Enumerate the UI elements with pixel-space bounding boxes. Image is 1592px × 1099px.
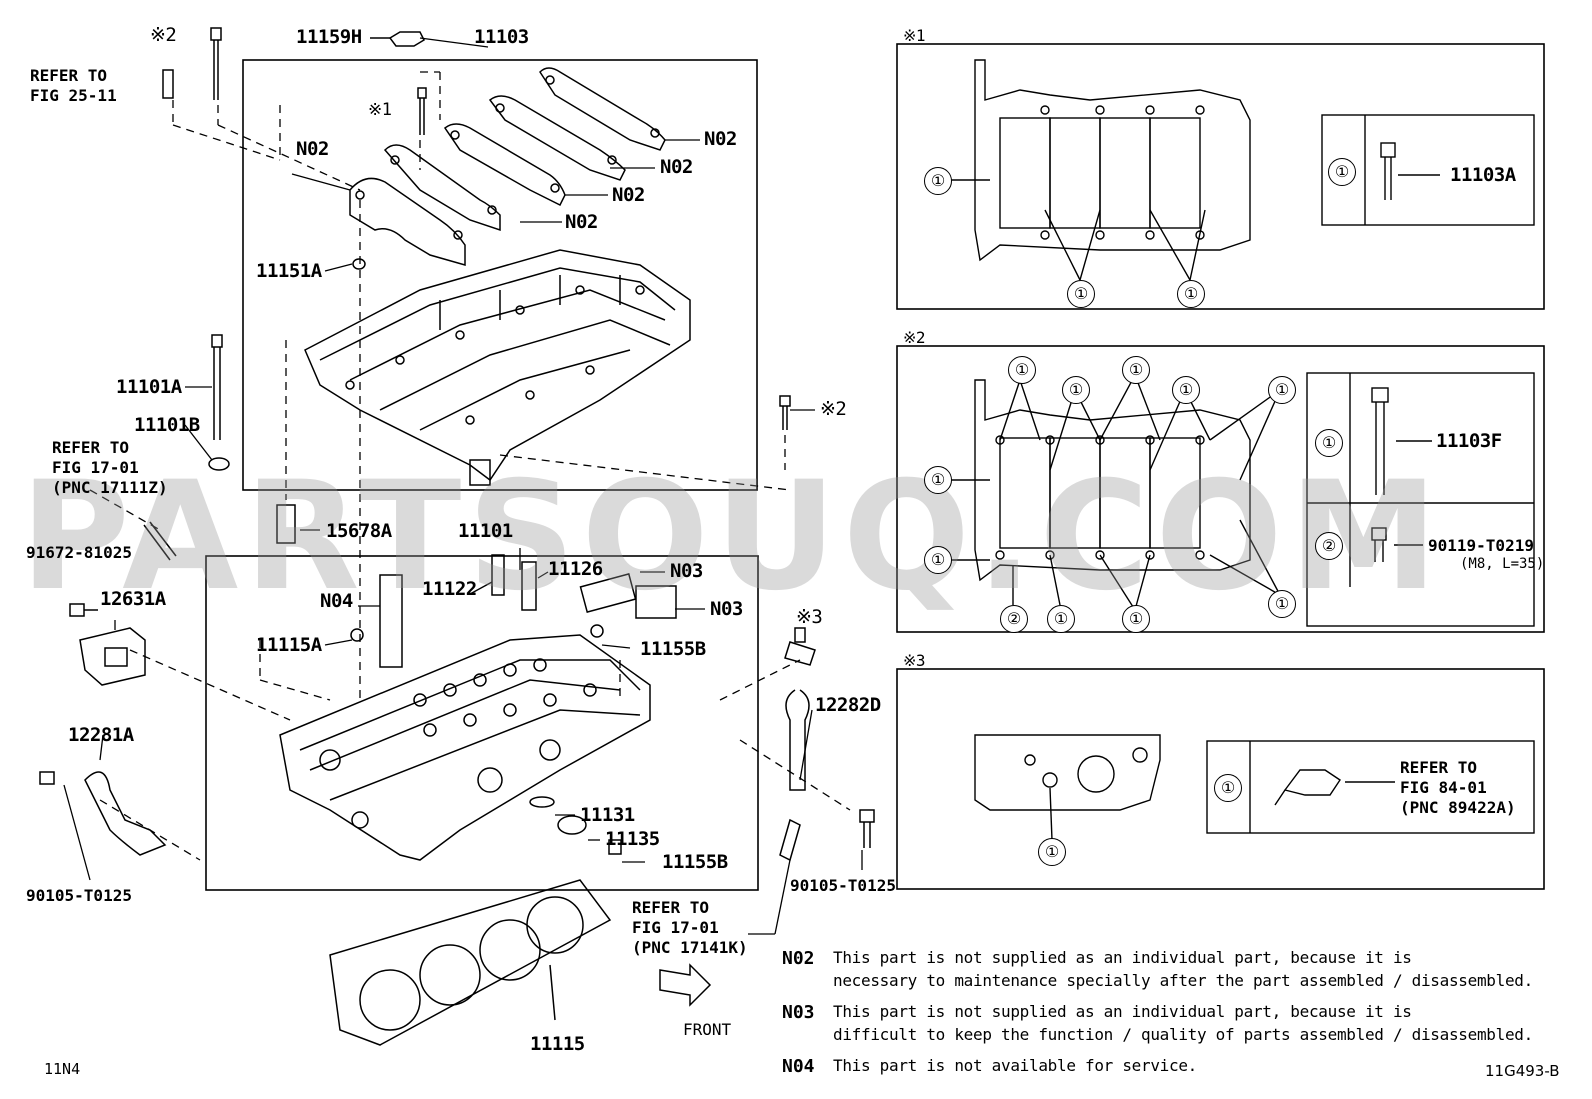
- label-leaders: [63, 37, 863, 935]
- panel-1-key-bottom-a: ①: [1067, 280, 1095, 308]
- panel-3-ref: REFER TO FIG 84-01 (PNC 89422A): [1400, 758, 1516, 817]
- panel-2-key-top-3: ①: [1122, 356, 1150, 384]
- label-refer-fig17-bottom: REFER TO FIG 17-01 (PNC 17141K): [632, 898, 748, 957]
- label-n02-2: N02: [660, 156, 693, 178]
- label-90105-left: 90105-T0125: [26, 886, 132, 905]
- panel-1-key-bottom-b: ①: [1177, 280, 1205, 308]
- note-text-n02: This part is not supplied as an individu…: [833, 948, 1533, 990]
- panel-2-part-2-spec: (M8, L=35): [1460, 556, 1545, 572]
- panel-2-key-left-2: ①: [924, 546, 952, 574]
- label-11101: 11101: [458, 520, 513, 542]
- panel-2-part-2: 90119-T0219: [1428, 536, 1534, 555]
- label-12281A: 12281A: [68, 724, 134, 746]
- panel-3-key-box: ①: [1214, 774, 1242, 802]
- label-90105-right: 90105-T0125: [790, 876, 896, 895]
- panel-1-frame: [896, 43, 1545, 310]
- panel-3-frame: [896, 668, 1545, 890]
- label-12631A: 12631A: [100, 588, 166, 610]
- label-11115: 11115: [530, 1033, 585, 1055]
- panel-2-key-bottom-4: ①: [1268, 590, 1296, 618]
- panel-2-key-top-4: ①: [1172, 376, 1200, 404]
- label-front: FRONT: [683, 1020, 732, 1039]
- label-note2-right-bolt: ※2: [820, 398, 847, 420]
- label-11101B: 11101B: [134, 414, 200, 436]
- panel-1-title: ※1: [903, 26, 926, 45]
- panel-1-key-left: ①: [924, 167, 952, 195]
- label-n02-4: N02: [565, 211, 598, 233]
- label-11135: 11135: [605, 828, 660, 850]
- note-text-n03: This part is not supplied as an individu…: [833, 1002, 1533, 1044]
- camshaft-housing-frame: [242, 59, 758, 491]
- label-refer-fig17-top: REFER TO FIG 17-01 (PNC 17111Z): [52, 438, 168, 497]
- cylinder-head-frame: [205, 555, 759, 891]
- panel-3-key-bottom: ①: [1038, 838, 1066, 866]
- label-11103: 11103: [474, 26, 529, 48]
- label-refer-fig25: REFER TO FIG 25-11: [30, 66, 117, 105]
- label-12282D: 12282D: [815, 694, 881, 716]
- label-n04: N04: [320, 590, 353, 612]
- camshaft-housing-drawing: [304, 249, 691, 486]
- panel-2-key-top-5: ①: [1268, 376, 1296, 404]
- panel-3-drawing: [974, 734, 1535, 841]
- label-n03-2: N03: [710, 598, 743, 620]
- code-right: 11G493-B: [1485, 1062, 1560, 1080]
- label-11151A: 11151A: [256, 260, 322, 282]
- label-11101A: 11101A: [116, 376, 182, 398]
- panel-1-drawing: [950, 59, 1535, 281]
- panel-1-part: 11103A: [1450, 164, 1516, 186]
- label-11122: 11122: [422, 578, 477, 600]
- label-11131: 11131: [580, 804, 635, 826]
- cylinder-head-drawing: [279, 554, 677, 861]
- label-11126: 11126: [548, 558, 603, 580]
- note-code-n02: N02: [782, 948, 815, 969]
- panel-2-key-left-1: ①: [924, 466, 952, 494]
- watermark: PARTSOUQ.COM: [20, 450, 1445, 624]
- label-15678A: 15678A: [326, 520, 392, 542]
- label-n02-1: N02: [704, 128, 737, 150]
- note-code-n03: N03: [782, 1002, 815, 1023]
- label-11115A: 11115A: [256, 634, 322, 656]
- panel-3-title: ※3: [903, 651, 926, 670]
- label-11155B-top: 11155B: [640, 638, 706, 660]
- dashed-leaders: [89, 71, 851, 861]
- note-code-n04: N04: [782, 1056, 815, 1077]
- label-11155B-bottom: 11155B: [662, 851, 728, 873]
- label-n03-1: N03: [670, 560, 703, 582]
- panel-2-key-bottom-2: ①: [1047, 605, 1075, 633]
- front-arrow: [659, 963, 712, 1007]
- head-gasket-drawing: [329, 879, 612, 1046]
- label-n02-left: N02: [296, 138, 329, 160]
- panel-2-key-top-2: ①: [1062, 376, 1090, 404]
- panel-2-title: ※2: [903, 328, 926, 347]
- label-note3-sensor: ※3: [796, 606, 823, 628]
- label-11159H: 11159H: [296, 26, 362, 48]
- panel-2-frame: [896, 345, 1545, 633]
- panel-2-key-top-1: ①: [1008, 356, 1036, 384]
- panel-2-key-box-1: ①: [1315, 429, 1343, 457]
- panel-2-key-bottom-3: ①: [1122, 605, 1150, 633]
- right-side-parts: [779, 627, 875, 862]
- panel-2-part-1: 11103F: [1436, 430, 1502, 452]
- label-note2-bolt: ※2: [150, 24, 177, 46]
- cam-caps-drawing: [349, 67, 666, 266]
- panel-1-key-box: ①: [1328, 158, 1356, 186]
- label-91672: 91672-81025: [26, 543, 132, 562]
- note-text-n04: This part is not available for service.: [833, 1056, 1197, 1075]
- left-side-parts: [39, 521, 177, 856]
- label-note1-bolt: ※1: [368, 100, 392, 120]
- bolts-left: [162, 27, 791, 544]
- panel-2-key-bottom-1: ②: [1000, 605, 1028, 633]
- panel-2-key-box-2: ②: [1315, 532, 1343, 560]
- code-left: 11N4: [44, 1060, 81, 1078]
- label-n02-3: N02: [612, 184, 645, 206]
